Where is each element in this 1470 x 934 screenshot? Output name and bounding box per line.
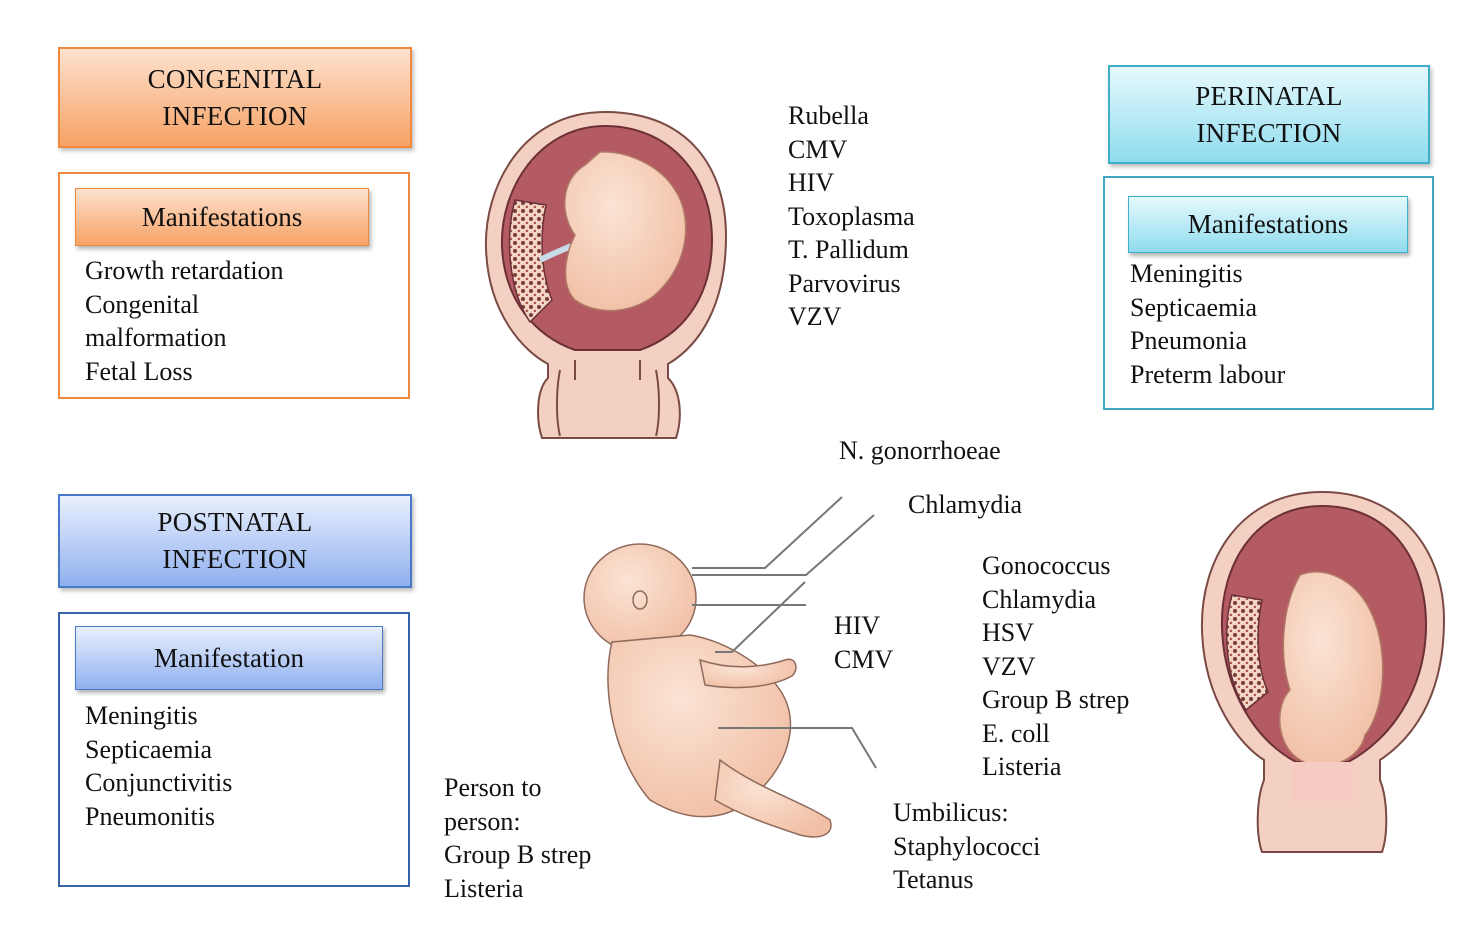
breast-milk-pathogens-list: HIV CMV [834,609,893,676]
list-item: Staphylococci [893,831,1041,861]
perinatal-pathogens-list: Gonococcus Chlamydia HSV VZV Group B str… [982,549,1129,784]
list-item: T. Pallidum [788,235,909,264]
uterus-fetus-illustration [484,110,728,439]
list-item: Pneumonia [1130,326,1247,355]
person-to-person-list: Person to person: Group B strep Listeria [444,771,591,905]
postnatal-manifestations-header: Manifestation [75,626,383,690]
congenital-manifestations-list: Growth retardation Congenital malformati… [85,254,284,388]
congenital-infection-title: CONGENITAL INFECTION [58,47,412,148]
congenital-title-text: CONGENITAL INFECTION [147,63,323,131]
pointer-lines [692,496,877,769]
list-item: malformation [85,323,227,352]
uterus-birth-illustration [1200,490,1446,853]
eye-pointer-gonorrhoeae [692,496,843,569]
birth-canal [1292,762,1354,802]
umbilicus-pathogens-list: Umbilicus: Staphylococci Tetanus [893,796,1040,897]
perinatal-infection-title: PERINATAL INFECTION [1108,65,1430,164]
list-item: person: [444,806,521,836]
list-item: Conjunctivitis [85,768,233,797]
list-item: Group B strep [444,840,592,869]
list-item: Toxoplasma [788,201,915,231]
list-item: Tetanus [893,865,974,894]
baby-arm [699,658,797,689]
postnatal-title-text: POSTNATAL INFECTION [157,507,313,574]
list-item: Person to [444,773,542,802]
congenital-manifestations-header: Manifestations [75,188,369,246]
fetus-body [564,151,687,312]
eye-pointer-chlamydia [692,514,875,576]
list-item: CMV [834,644,894,674]
list-item: E. coll [982,718,1050,748]
list-item: Growth retardation [85,256,284,285]
list-item: Parvovirus [788,268,901,298]
breast-pointer [715,581,806,653]
list-item: Group B strep [982,685,1130,714]
postnatal-infection-title: POSTNATAL INFECTION [58,494,412,588]
perinatal-manifestations-label: Manifestations [1187,209,1349,239]
list-item: Meningitis [85,701,198,730]
list-item: Meningitis [1130,259,1243,288]
baby-ear [632,590,648,610]
postnatal-manifestations-label: Manifestation [154,642,304,673]
list-item: Septicaemia [1130,292,1258,322]
perinatal-manifestations-header: Manifestations [1128,196,1408,253]
postnatal-manifestations-list: Meningitis Septicaemia Conjunctivitis Pn… [85,699,232,833]
list-item: Chlamydia [982,584,1097,614]
chlamydia-label: Chlamydia [908,490,1023,519]
perinatal-manifestations-list: Meningitis Septicaemia Pneumonia Preterm… [1130,257,1285,391]
list-item: Listeria [982,752,1062,781]
list-item: Pneumonitis [85,801,216,831]
list-item: Listeria [444,873,524,903]
baby-illustration [583,543,832,838]
gonorrhoeae-label: N. gonorrhoeae [839,436,1001,465]
list-item: Gonococcus [982,551,1111,580]
list-item: HIV [834,611,881,640]
list-item: Umbilicus: [893,798,1009,827]
list-item: Rubella [788,101,869,130]
cervix [556,360,660,437]
list-item: VZV [788,302,842,331]
list-item: CMV [788,134,848,164]
list-item: Septicaemia [85,734,213,764]
congenital-pathogens-list: Rubella CMV HIV Toxoplasma T. Pallidum P… [788,99,915,334]
list-item: Preterm labour [1130,359,1286,389]
umbilicus-pointer [718,727,877,769]
list-item: Congenital [85,289,200,319]
list-item: Fetal Loss [85,356,193,386]
perinatal-title-text: PERINATAL INFECTION [1195,80,1343,148]
list-item: HSV [982,618,1035,647]
list-item: HIV [788,168,835,197]
baby-legs [714,758,832,838]
placenta [508,199,553,324]
placenta-2 [1225,594,1269,712]
congenital-manifestations-label: Manifestations [141,201,303,232]
list-item: VZV [982,651,1036,681]
